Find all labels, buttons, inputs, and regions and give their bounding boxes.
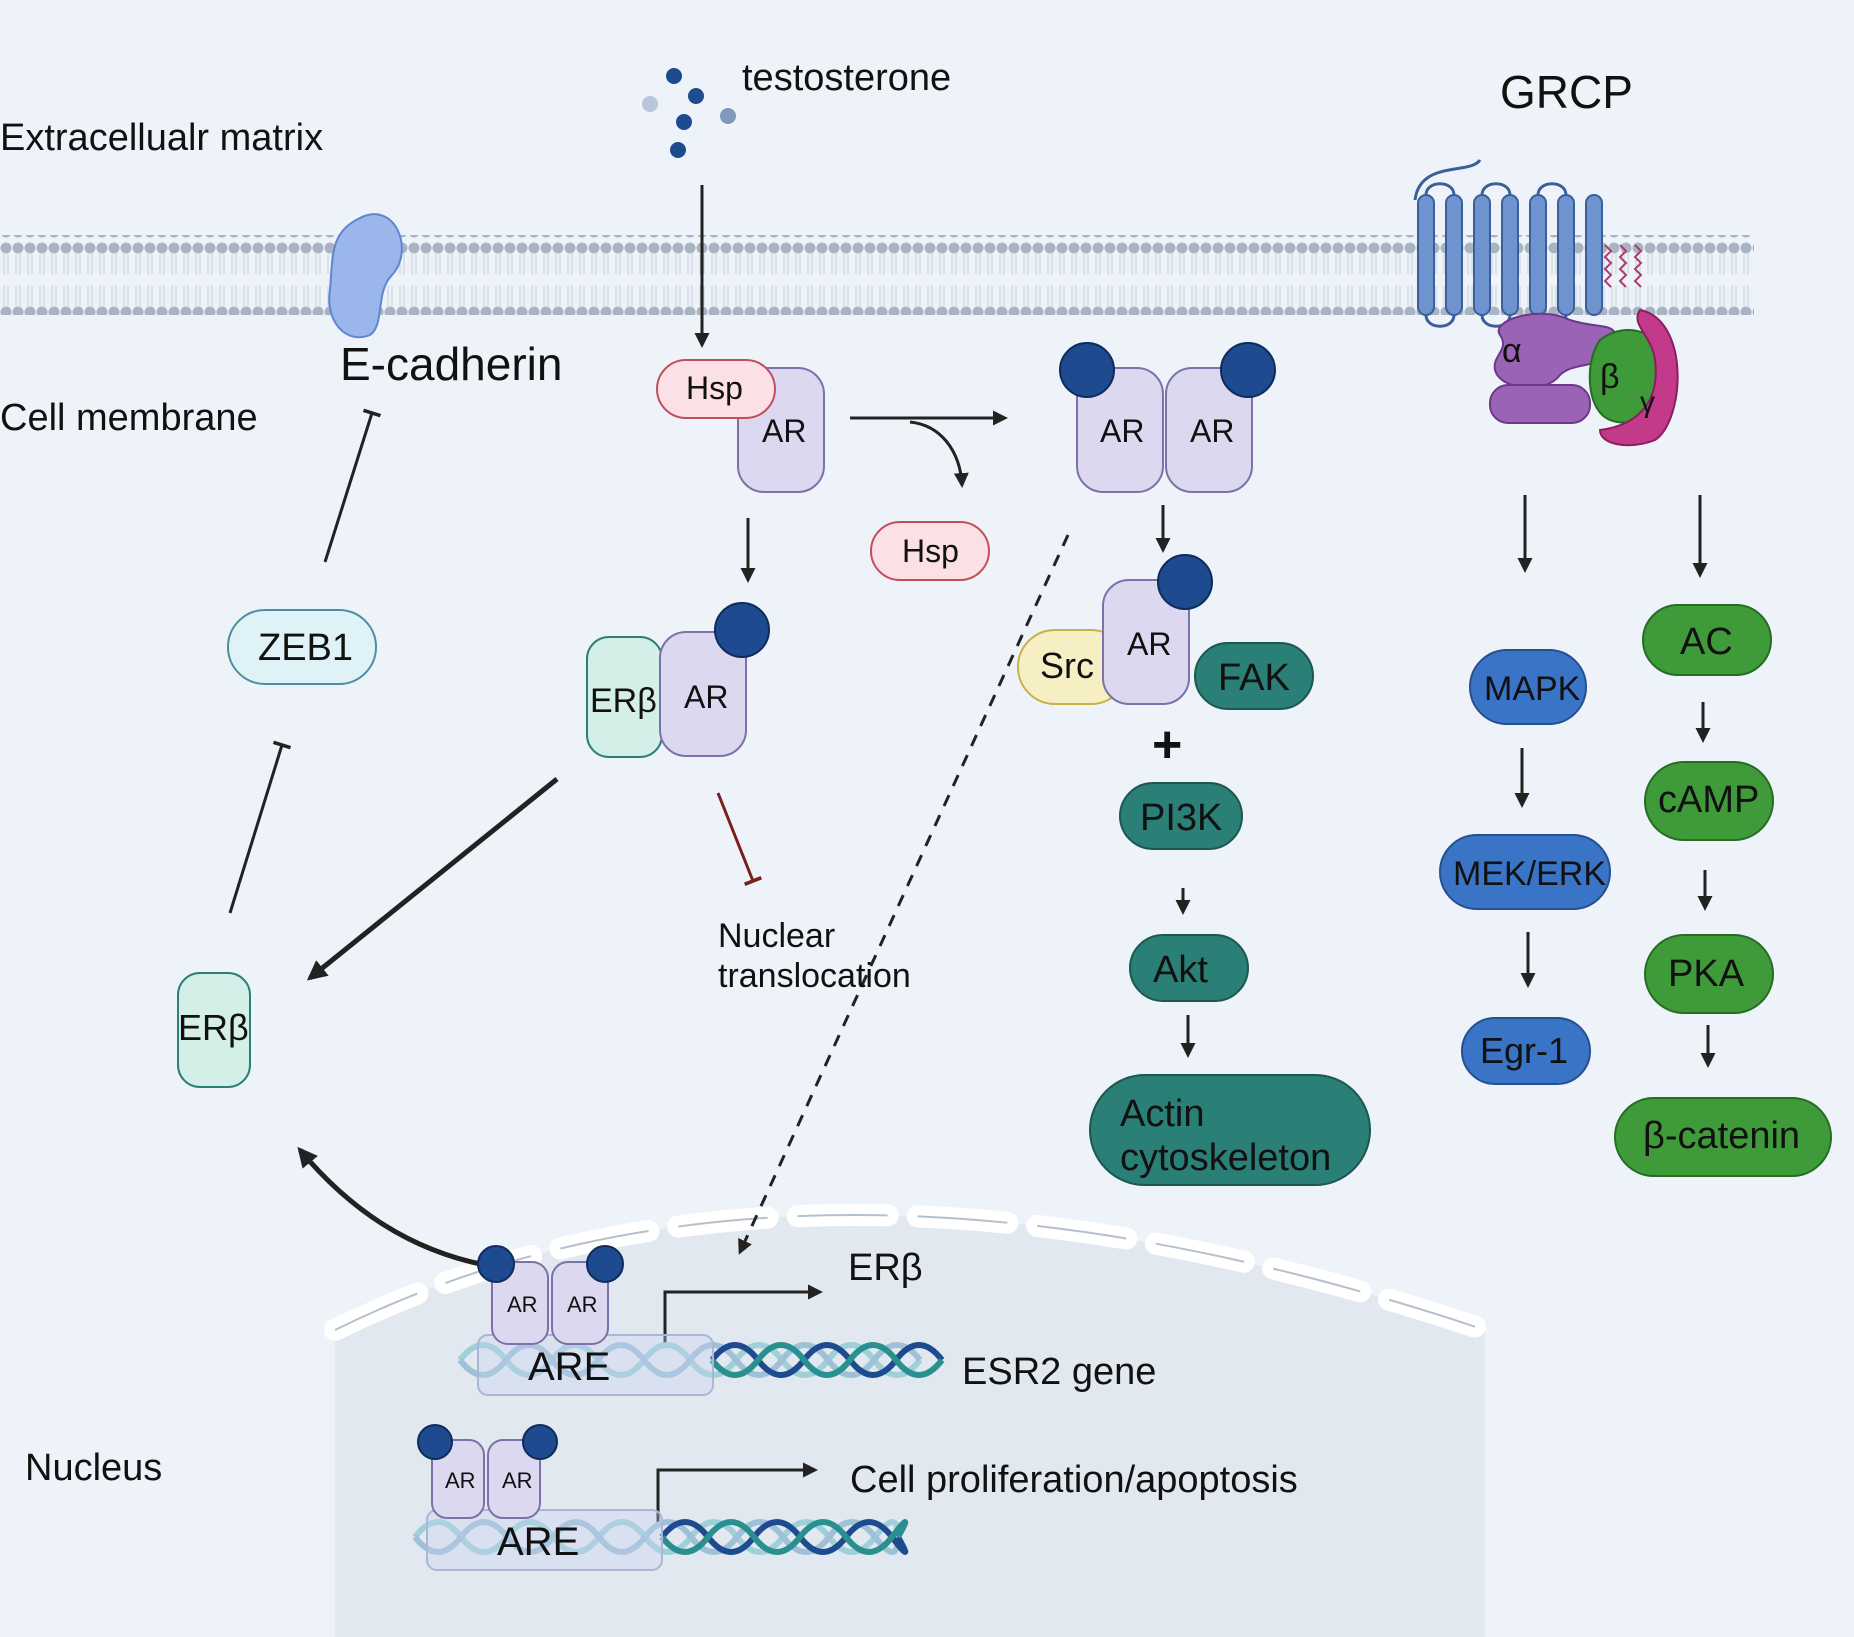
svg-text:PI3K: PI3K [1140,797,1222,839]
g-gamma-subunit: γ [1598,308,1679,447]
svg-text:Egr-1: Egr-1 [1480,1030,1568,1071]
svg-text:ZEB1: ZEB1 [258,627,353,669]
svg-text:Hsp: Hsp [686,370,743,406]
egr1-node: Egr-1 [1461,1017,1591,1085]
svg-text:γ: γ [1640,386,1655,419]
plus-sign: + [1152,716,1182,774]
bcatenin-node: β-catenin [1614,1097,1832,1177]
svg-text:MEK/ERK: MEK/ERK [1453,855,1606,893]
svg-text:cAMP: cAMP [1658,779,1759,821]
ac-node: AC [1642,604,1772,676]
are-label-1: ARE [528,1345,610,1389]
svg-text:Hsp: Hsp [902,533,959,569]
svg-text:AR: AR [567,1292,598,1317]
svg-text:AR: AR [507,1292,538,1317]
hsp-ar-complex: AR Hsp [656,359,825,493]
pka-node: PKA [1644,934,1774,1014]
ar-dimer: AR AR [1059,342,1276,493]
actin-cytoskeleton-node: Actin cytoskeleton [1089,1074,1371,1186]
pi3k-node: PI3K [1119,782,1243,850]
akt-node: Akt [1129,934,1249,1002]
g-alpha-subunit: α [1489,312,1617,424]
svg-text:cytoskeleton: cytoskeleton [1120,1137,1331,1179]
zeb1-node: ZEB1 [227,609,377,685]
esr2-label: ESR2 gene [962,1351,1156,1393]
dna-esr2 [457,1342,945,1378]
label-extracellular: Extracellualr matrix [0,117,323,159]
testosterone-dots [642,68,736,158]
erb-ar-complex: ERβ AR [586,602,770,758]
dna-proliferation [412,1519,909,1555]
svg-text:Actin: Actin [1120,1093,1204,1135]
nucleus-body [335,1215,1485,1637]
mekerk-node: MEK/ERK [1439,834,1611,910]
svg-text:AR: AR [684,679,728,715]
ecadherin-protein [328,213,403,339]
lipid-anchors [1603,244,1643,288]
arrows [228,185,1716,1525]
proliferation-label: Cell proliferation/apoptosis [850,1459,1298,1501]
hsp-released: Hsp [870,521,990,581]
svg-text:Src: Src [1040,645,1094,686]
ar-dimer-dna-1: AR AR [477,1245,624,1345]
svg-text:ERβ: ERβ [590,682,657,720]
svg-text:Akt: Akt [1153,949,1208,991]
erb-output-label: ERβ [848,1247,923,1289]
are-label-2: ARE [497,1520,579,1564]
mapk-node: MAPK [1469,649,1587,725]
grcp-receptor [1413,158,1603,328]
svg-text:AR: AR [1190,413,1234,449]
ar-dimer-dna-2: AR AR [417,1424,558,1519]
src-ar-fak-complex: Src FAK AR [1017,554,1314,710]
nuclear-translocation-label: Nuclear translocation [718,917,911,995]
camp-node: cAMP [1644,761,1774,841]
svg-text:α: α [1502,332,1522,370]
ligand-label: testosterone [742,57,951,99]
ecadherin-label: E-cadherin [340,338,562,390]
svg-text:AR: AR [1100,413,1144,449]
svg-text:PKA: PKA [1668,953,1745,995]
svg-text:ERβ: ERβ [178,1007,249,1048]
svg-text:AC: AC [1680,621,1733,663]
svg-text:AR: AR [762,413,806,449]
svg-text:MAPK: MAPK [1484,670,1581,708]
svg-text:AR: AR [502,1468,533,1493]
svg-text:AR: AR [1127,626,1171,662]
svg-text:β-catenin: β-catenin [1643,1115,1800,1157]
grcp-label: GRCP [1500,66,1633,118]
svg-text:AR: AR [445,1468,476,1493]
label-nucleus: Nucleus [25,1447,162,1489]
svg-text:β: β [1600,358,1620,396]
are-box-2 [426,1509,663,1571]
label-membrane: Cell membrane [0,397,258,439]
svg-text:FAK: FAK [1218,657,1290,699]
erb-protein: ERβ [177,972,251,1088]
